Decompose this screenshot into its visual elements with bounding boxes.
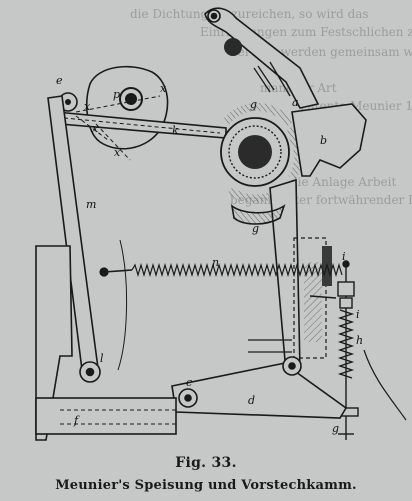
label-g-base: g	[332, 422, 339, 435]
label-k: k	[172, 124, 179, 137]
label-c: c	[186, 376, 192, 389]
top-crank-arm	[204, 7, 320, 109]
top-roller	[224, 38, 242, 56]
label-p: p	[113, 88, 120, 101]
diagram-labels: e p x x x x k g a b g m n i i h l c d f …	[56, 74, 363, 435]
bg-line-1: die Dichtung hinzureichen, so wird das	[130, 7, 369, 21]
base-block	[35, 339, 292, 435]
label-g-top: g	[250, 98, 257, 111]
figure-number: Fig. 33.	[175, 455, 237, 471]
label-n: n	[212, 256, 219, 269]
label-g-bottom: g	[252, 222, 259, 235]
label-m: m	[86, 198, 96, 211]
label-x1: x	[84, 100, 91, 113]
label-d: d	[248, 394, 255, 407]
label-f: f	[73, 414, 80, 427]
label-x2: x	[92, 122, 99, 135]
label-x3: x	[114, 146, 121, 159]
vertical-lever	[47, 95, 101, 383]
left-frame	[35, 239, 128, 441]
label-a: a	[292, 96, 299, 109]
label-h: h	[356, 334, 363, 347]
label-i-top: i	[342, 250, 346, 263]
label-l: l	[100, 352, 104, 365]
label-b: b	[320, 134, 327, 147]
construction-lines	[75, 95, 161, 161]
tension-spring	[99, 262, 343, 299]
bottom-lever	[171, 356, 348, 419]
lower-comb	[230, 204, 286, 225]
top-springs	[253, 61, 291, 97]
bg-line-6: die Anlage Arbeit	[290, 175, 396, 189]
right-frame	[269, 103, 367, 373]
label-e: e	[56, 74, 63, 87]
adjusting-screw	[335, 260, 359, 440]
figure-caption: Meunier's Speisung und Vorstechkamm.	[55, 478, 357, 493]
right-edge-curve	[363, 349, 407, 421]
label-x: x	[160, 82, 167, 95]
feed-mechanism-diagram: die Dichtung hinzureichen, so wird das E…	[35, 7, 412, 441]
label-i-right: i	[356, 308, 360, 321]
